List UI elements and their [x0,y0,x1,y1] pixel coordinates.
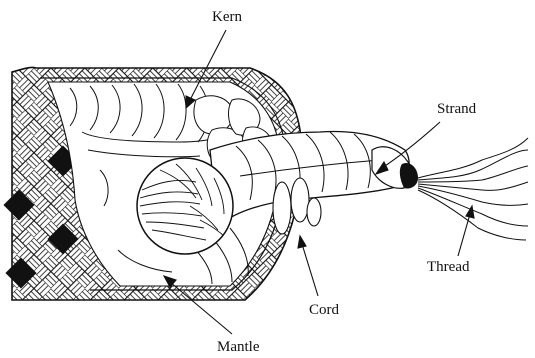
label-cord: Cord [309,303,339,318]
label-kern: Kern [212,10,242,25]
cross-section-circle [137,158,233,254]
label-thread: Thread [427,260,469,275]
label-strand: Strand [437,102,476,117]
label-mantle: Mantle [217,340,260,355]
thread-fibers [418,138,528,240]
